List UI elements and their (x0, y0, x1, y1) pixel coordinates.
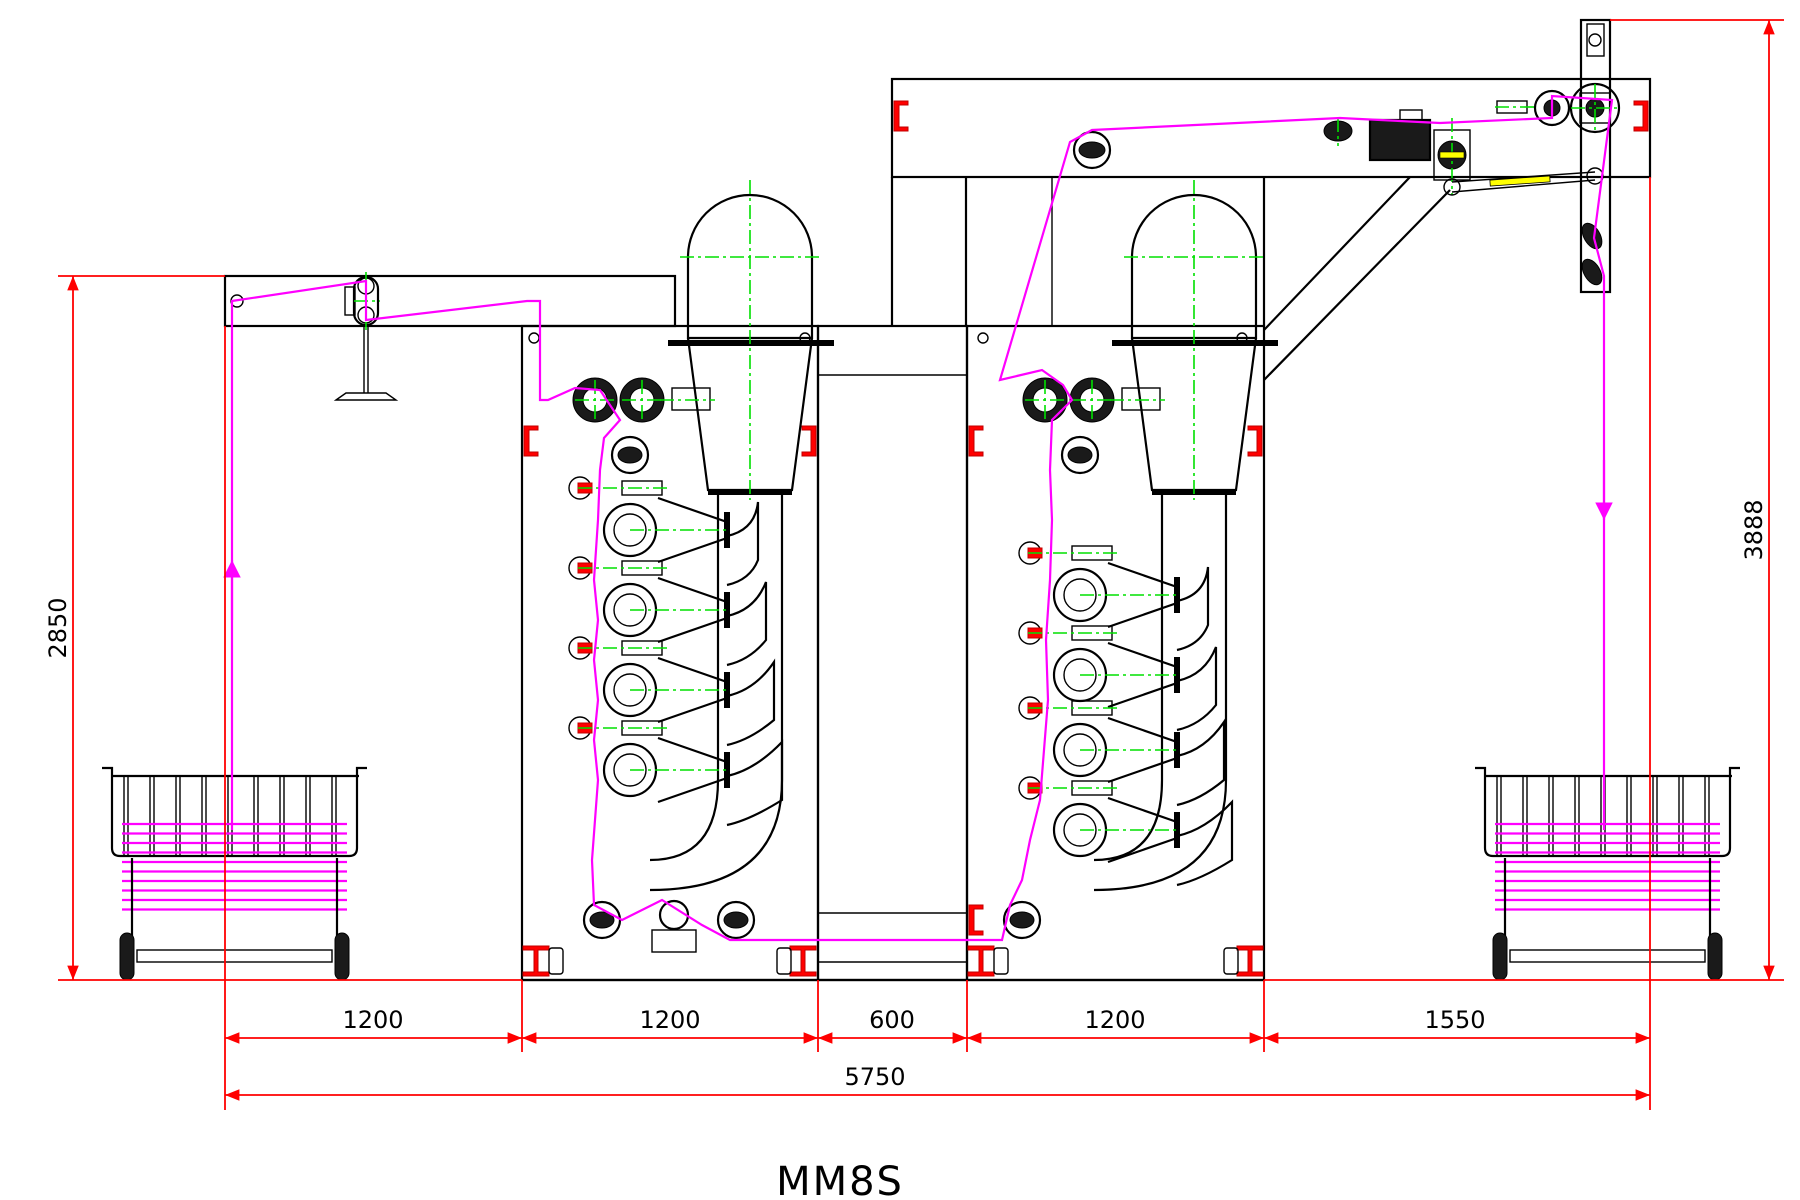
exhaust-hood (726, 581, 768, 667)
guide-eye (589, 911, 615, 929)
dim-segment-4: 1200 (1084, 1006, 1145, 1034)
cart-axle (1509, 949, 1706, 963)
exhaust-hood (1176, 566, 1210, 652)
upper-frame (890, 77, 1652, 179)
pneumatic-cylinder (671, 387, 711, 411)
dim-segment-5: 1550 (1424, 1006, 1485, 1034)
feed-cart (102, 766, 367, 981)
yarn-path (223, 94, 1614, 942)
guide-roller (1060, 435, 1100, 475)
duct-2 (1093, 180, 1278, 892)
guide-eye (617, 446, 643, 464)
duct-drum (686, 193, 814, 340)
exhaust-hood (726, 739, 784, 827)
dim-right-height: 3888 (1740, 499, 1768, 560)
pneumatic-cylinder (1121, 387, 1161, 411)
guide-eye (723, 911, 749, 929)
cart-basket (1475, 766, 1740, 858)
drawing-title: MM8S (776, 1159, 904, 1200)
dimensions: 2850 3888 1200 1200 600 1200 1550 5750 (44, 19, 1784, 1110)
machine-1-rollers (568, 377, 784, 827)
bridge-frame (816, 324, 969, 982)
drive-motor (1072, 82, 1621, 286)
guide-eye (1067, 446, 1093, 464)
output-tower (1579, 18, 1612, 294)
dim-segment-1: 1200 (342, 1006, 403, 1034)
structure (223, 18, 1652, 982)
machine-2-frame (965, 324, 1266, 982)
air-ducts (649, 180, 1278, 892)
roller-columns (568, 377, 1234, 953)
cart-wheel (119, 932, 135, 981)
exhaust-hood (1176, 718, 1226, 807)
feed-beam (223, 274, 677, 328)
cart-wheel (334, 932, 350, 981)
dim-overall-width: 5750 (844, 1063, 905, 1091)
bottom-guide-roller (1002, 900, 1042, 940)
guide-roller (610, 435, 650, 475)
duct-bend (1093, 779, 1164, 862)
bottom-drive-roller (658, 899, 690, 931)
dim-segment-2: 1200 (639, 1006, 700, 1034)
bottom-guide-roller (716, 900, 756, 940)
duct-1 (649, 180, 834, 892)
machine-2-rollers (1018, 377, 1234, 887)
cart-axle (136, 949, 333, 963)
exhaust-hood (726, 501, 760, 587)
exhaust-hood (726, 658, 776, 747)
duct-bend (649, 779, 784, 892)
cart-basket (102, 766, 367, 858)
machine-1-frame (520, 324, 820, 982)
duct-drum (1130, 193, 1258, 340)
dim-segment-3: 600 (869, 1006, 915, 1034)
dim-left-height: 2850 (44, 597, 72, 658)
cart-wheel (1492, 932, 1508, 981)
duct-bend (1093, 779, 1228, 892)
cart-wheel (1707, 932, 1723, 981)
output-cart (1475, 766, 1740, 981)
guide-eye (1009, 911, 1035, 929)
carts (102, 766, 1740, 981)
exhaust-hood (1176, 799, 1234, 887)
exhaust-hood (1176, 646, 1218, 732)
channel-brackets (522, 100, 1649, 977)
duct-bend (649, 779, 720, 862)
bottom-drive-base (651, 929, 697, 953)
